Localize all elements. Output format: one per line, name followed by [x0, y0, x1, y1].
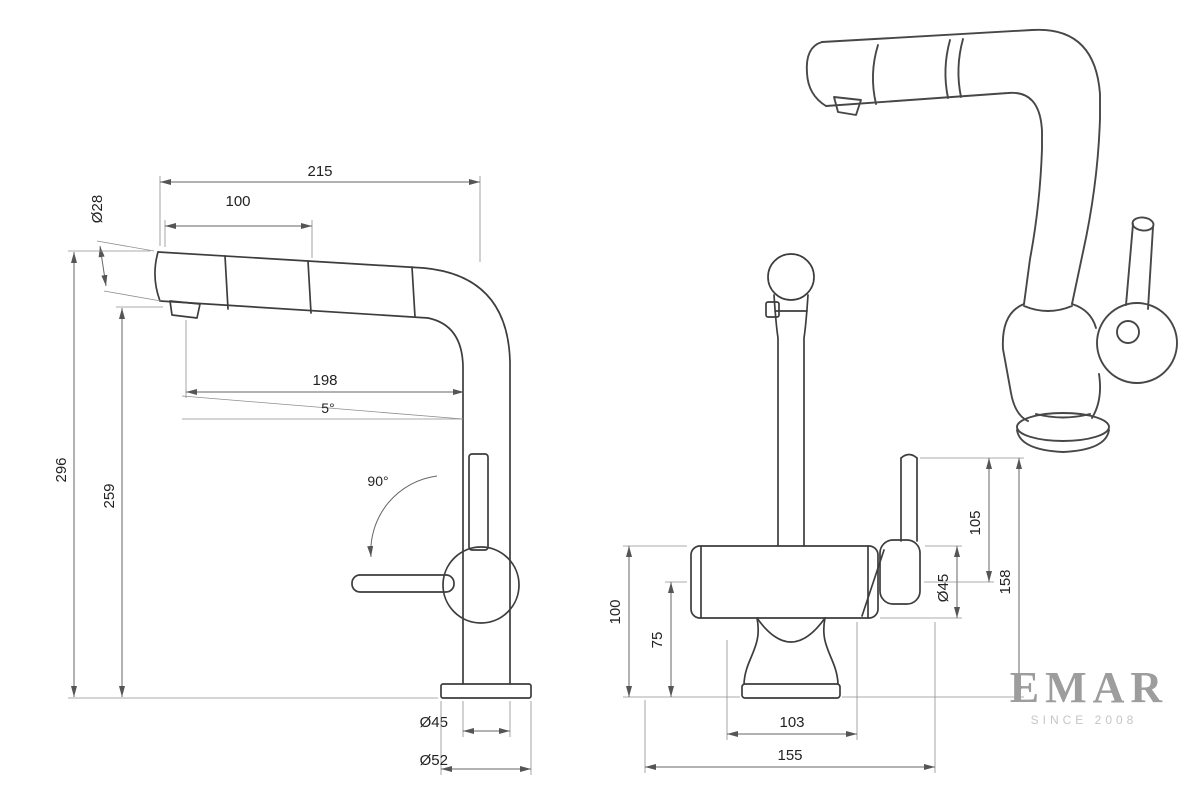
- p-base-flange-bottom: [1016, 429, 1110, 453]
- spray-head-cap: [154, 251, 161, 302]
- p-body-left: [1001, 303, 1029, 422]
- dim-body-height: 100: [607, 599, 624, 624]
- p-body-right-upper: [1071, 303, 1097, 329]
- p-handle-cap: [1131, 216, 1155, 232]
- spout-top-edge: [157, 251, 511, 685]
- bell-left: [743, 617, 760, 685]
- front-view-outline: [690, 253, 921, 699]
- p-pullout-seam-1: [944, 39, 951, 99]
- handle-upright-stub: [468, 453, 489, 551]
- p-handle-left-edge: [1125, 223, 1134, 306]
- front-view: 100 75 103 155 Ø45 105: [607, 253, 1024, 773]
- dim-height-total: 296: [53, 457, 70, 482]
- p-base-flange-top: [1016, 412, 1110, 442]
- p-head-seam: [872, 44, 879, 105]
- p-body-right-lower: [1091, 373, 1102, 419]
- ext-d28-top: [96, 240, 155, 252]
- side-view-dimensions: 215 100 Ø28 198 5° 296: [53, 163, 532, 775]
- spray-head-front: [767, 253, 815, 301]
- pullout-seam: [307, 260, 312, 314]
- column-left-edge: [773, 294, 779, 547]
- dim-base-diameter: Ø52: [420, 752, 448, 769]
- bell-right: [822, 617, 839, 685]
- dim-handle-length: 105: [967, 510, 984, 535]
- brand-logo: EMAR SINCE 2008: [1010, 663, 1168, 727]
- column-right-edge: [803, 294, 809, 547]
- dim-handle-rotation: 90°: [367, 473, 388, 489]
- bell-arch: [756, 617, 826, 643]
- dim-height-outlet: 259: [101, 483, 118, 508]
- base-flange-side: [440, 683, 532, 699]
- p-tube-outer: [821, 28, 1101, 305]
- handle-cap: [900, 453, 918, 459]
- aerator-front: [765, 301, 780, 318]
- p-tube-inner: [825, 91, 1043, 305]
- angle-ref-sloped: [181, 395, 464, 420]
- dim-reach: 198: [312, 372, 337, 389]
- dim-width-total: 215: [307, 163, 332, 180]
- brand-name: EMAR: [1010, 663, 1168, 712]
- dim-center-offset: 103: [779, 714, 804, 731]
- p-joint-inner-circle: [1116, 320, 1140, 344]
- p-shoulder-seam: [1023, 305, 1073, 312]
- p-pullout-seam-2: [957, 38, 964, 98]
- side-view: 215 100 Ø28 198 5° 296: [53, 163, 532, 775]
- p-nozzle: [833, 96, 862, 116]
- joint-seam: [861, 549, 885, 617]
- handle-pivot-circle: [442, 546, 520, 624]
- front-view-dimensions: 100 75 103 155 Ø45 105: [607, 457, 1024, 773]
- handle-joint: [879, 539, 921, 605]
- dim-spout-diameter: Ø28: [89, 195, 106, 223]
- dimline-d28: [98, 245, 108, 287]
- dim-body-diameter-front: Ø45: [935, 574, 952, 602]
- p-head-cap: [805, 41, 827, 107]
- dim-width-total-front: 155: [777, 747, 802, 764]
- dim-handle-height: 158: [997, 569, 1014, 594]
- elbow-seam: [411, 266, 416, 318]
- dim-head-length: 100: [225, 193, 250, 210]
- p-handle-right-edge: [1147, 226, 1154, 310]
- dim-body-diameter-side: Ø45: [420, 714, 448, 731]
- head-seam: [224, 255, 229, 310]
- dim-axis-height: 75: [649, 632, 666, 649]
- handle-lever-side: [351, 574, 455, 593]
- side-view-outline: [154, 251, 532, 699]
- aerator-nub: [169, 300, 201, 319]
- p-joint-circle: [1096, 302, 1178, 384]
- base-flange-front: [741, 683, 841, 699]
- body-crosspiece: [690, 545, 879, 619]
- handle-rotation-arc: [367, 475, 438, 558]
- dim-spout-angle: 5°: [321, 400, 334, 416]
- spout-bottom-edge: [159, 300, 464, 685]
- brand-tagline: SINCE 2008: [1031, 713, 1138, 727]
- perspective-view: [805, 28, 1178, 453]
- ext-d28-bottom: [103, 290, 162, 302]
